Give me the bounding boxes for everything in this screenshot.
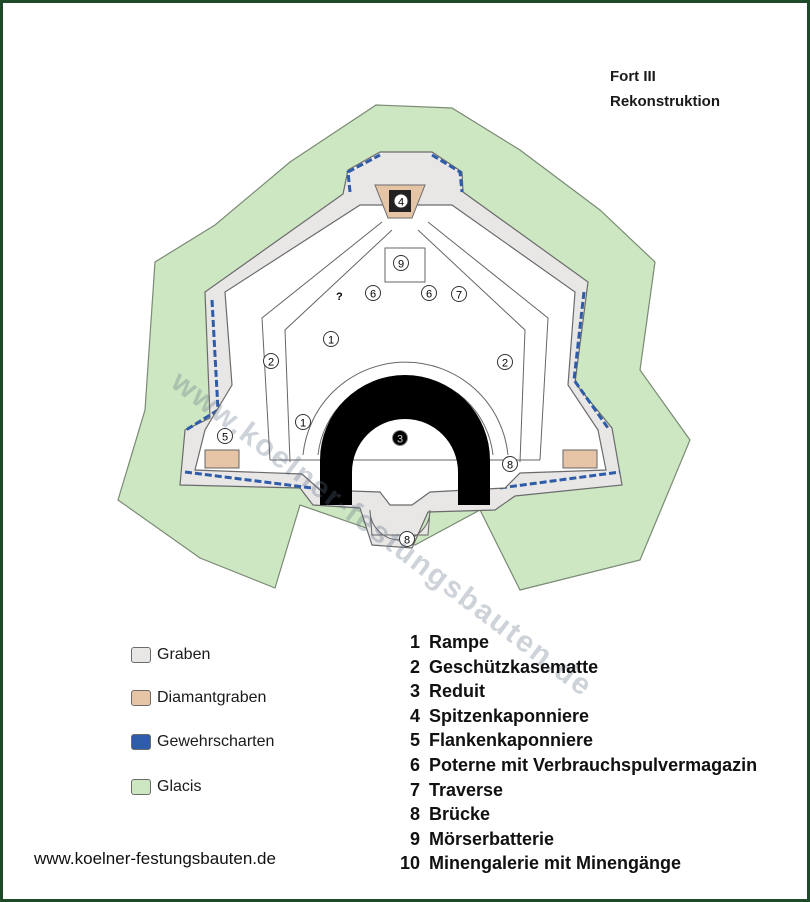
svg-text:1: 1	[328, 335, 334, 347]
legend-label: Diamantgraben	[157, 689, 267, 706]
key-label: Flankenkaponniere	[429, 730, 594, 751]
legend-label: Glacis	[157, 778, 202, 795]
key-number: 2	[409, 656, 420, 677]
legend-item: Gewehrscharten	[131, 732, 274, 752]
legend-swatch	[131, 734, 151, 750]
svg-text:1: 1	[300, 418, 306, 430]
key-label: Traverse	[429, 779, 504, 800]
svg-text:2: 2	[502, 358, 508, 370]
marker-5: 5	[217, 428, 233, 444]
flankenkaponniere-right	[562, 449, 598, 469]
svg-text:6: 6	[426, 289, 432, 301]
key-item: 8 Brücke	[392, 802, 490, 826]
key-label: Mörserbatterie	[429, 828, 555, 849]
key-label: Brücke	[429, 804, 491, 825]
marker-8b: 8	[399, 531, 415, 547]
flankenkaponniere-left	[204, 449, 240, 469]
marker-1b: 1	[295, 414, 311, 430]
key-number: 1	[409, 632, 420, 652]
marker-1a: 1	[323, 331, 339, 347]
marker-2a: 2	[263, 353, 279, 369]
svg-text:8: 8	[404, 535, 410, 547]
key-item: 6 Poterne mit Verbrauchspulvermagazin	[392, 753, 757, 777]
key-item: 3 Reduit	[392, 679, 485, 703]
svg-text:7: 7	[456, 290, 462, 302]
key-number: 6	[409, 755, 420, 775]
key-item: 5 Flankenkaponniere	[392, 728, 593, 752]
key-number: 9	[409, 828, 420, 849]
svg-text:9: 9	[398, 259, 404, 271]
svg-text:5: 5	[222, 432, 228, 444]
legend-swatch	[131, 779, 151, 795]
title-line-2: Rekonstruktion	[610, 93, 721, 110]
key-number: 7	[409, 779, 420, 800]
website-url: www.koelner-festungsbauten.de	[34, 849, 276, 868]
key-item: 9 Mörserbatterie	[392, 827, 554, 851]
svg-text:2: 2	[268, 357, 274, 369]
marker-3: 3	[392, 430, 408, 446]
marker-9: 9	[393, 255, 409, 271]
legend-item: Diamantgraben	[131, 688, 266, 708]
key-number: 5	[409, 730, 420, 751]
key-number: 4	[409, 705, 420, 726]
key-label: Geschützkasematte	[429, 656, 599, 677]
legend-swatch	[131, 647, 151, 663]
key-label: Rampe	[429, 632, 490, 652]
legend-swatch	[131, 690, 151, 706]
marker-4: 4	[393, 193, 409, 209]
svg-text:6: 6	[370, 289, 376, 301]
reduit-building	[320, 375, 490, 505]
legend-item: Glacis	[131, 777, 201, 797]
svg-text:3: 3	[397, 434, 403, 446]
key-number: 10	[399, 853, 420, 874]
marker-8a: 8	[502, 456, 518, 472]
marker-7: 7	[451, 286, 467, 302]
key-label: Spitzenkaponniere	[429, 705, 590, 726]
legend-label: Graben	[157, 646, 211, 663]
key-item: 4 Spitzenkaponniere	[392, 704, 589, 728]
key-number: 3	[409, 681, 420, 702]
key-item: 1 Rampe	[392, 630, 489, 654]
gewehrscharten-lines	[184, 153, 621, 490]
key-item: 2 Geschützkasematte	[392, 655, 598, 679]
key-label: Poterne mit Verbrauchspulvermagazin	[429, 755, 758, 775]
marker-6a: 6	[365, 285, 381, 301]
marker-2b: 2	[497, 354, 513, 370]
question-mark: ?	[336, 291, 343, 303]
svg-text:8: 8	[507, 460, 513, 472]
title-line-1: Fort III	[610, 68, 656, 85]
marker-6b: 6	[421, 285, 437, 301]
svg-text:4: 4	[398, 197, 404, 209]
key-item: 10 Minengalerie mit Minengänge	[392, 851, 681, 875]
legend-item: Graben	[131, 645, 210, 665]
key-item: 7 Traverse	[392, 778, 503, 802]
key-label: Reduit	[429, 681, 485, 702]
legend-label: Gewehrscharten	[157, 733, 275, 750]
diagram-title: Fort III Rekonstruktion	[610, 64, 720, 114]
key-label: Minengalerie mit Minengänge	[429, 853, 682, 874]
rampart-area	[194, 204, 607, 506]
inner-structure-lines	[261, 221, 549, 463]
key-number: 8	[409, 804, 420, 825]
